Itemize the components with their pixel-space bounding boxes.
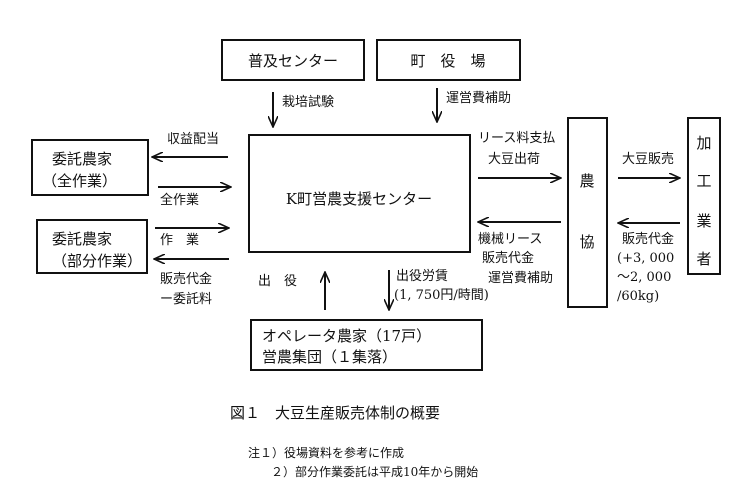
processor-char-3: 業 [696, 212, 711, 230]
all-work-label: 全作業 [160, 192, 199, 208]
operating-subsidy-top-label: 運営費補助 [446, 91, 511, 106]
consign-part-box [36, 219, 148, 274]
consign-part-sub: （部分作業） [52, 252, 142, 270]
dispatch-wage-rate: (1, 750円/時間) [394, 288, 489, 303]
price-line-1: (+3, 000 [617, 251, 674, 266]
profit-distribution-label: 収益配当 [167, 132, 219, 147]
ja-box [567, 117, 608, 308]
ja-label-2: 協 [579, 233, 594, 251]
machine-lease-label: 機械リース [478, 232, 542, 247]
processor-char-4: 者 [696, 250, 711, 268]
farm-group-label: 営農集団（１集落） [262, 348, 397, 366]
consign-fee-label: ー委託料 [160, 291, 212, 307]
processor-box [687, 117, 721, 275]
dispatch-wage-label: 出役労賃 [396, 269, 448, 284]
operating-subsidy-ja-label: 運営費補助 [488, 271, 553, 286]
note-2: ２）部分作業委託は平成10年から開始 [271, 464, 478, 479]
center-box [248, 134, 471, 253]
fukyu-center-box [221, 39, 365, 81]
operator-label: オペレータ農家（17戸） [262, 327, 431, 345]
soy-sales-label: 大豆販売 [622, 151, 674, 167]
center-label: K町営農支援センター [286, 190, 432, 208]
sales-label: 販売代金 [160, 271, 212, 287]
town-office-label: 町 役 場 [410, 52, 485, 70]
town-office-box [376, 39, 521, 81]
processor-char-1: 加 [696, 134, 711, 152]
consign-all-sub: （全作業） [42, 172, 117, 190]
ja-label-1: 農 [579, 172, 594, 190]
sales-proc-label: 販売代金 [622, 231, 674, 247]
soy-shipment-label: 大豆出荷 [488, 152, 540, 167]
price-line-3: /60kg) [617, 289, 659, 304]
figure-caption: 図１ 大豆生産販売体制の概要 [230, 404, 440, 422]
lease-payment-label: リース料支払 [478, 131, 555, 146]
price-line-2: ～2, 000 [617, 270, 671, 285]
consign-all-box [31, 139, 149, 196]
operator-box [250, 319, 483, 371]
cultivation-test-label: 栽培試験 [282, 94, 334, 110]
dispatch-label: 出 役 [258, 274, 297, 289]
sales-ja-label: 販売代金 [482, 250, 534, 266]
processor-char-2: 工 [696, 172, 711, 190]
fukyu-center-label: 普及センター [248, 52, 338, 70]
note-1: 注１）役場資料を参考に作成 [248, 445, 404, 460]
work-label: 作 業 [160, 232, 199, 248]
consign-part-label: 委託農家 [52, 230, 112, 248]
consign-all-label: 委託農家 [52, 150, 112, 168]
